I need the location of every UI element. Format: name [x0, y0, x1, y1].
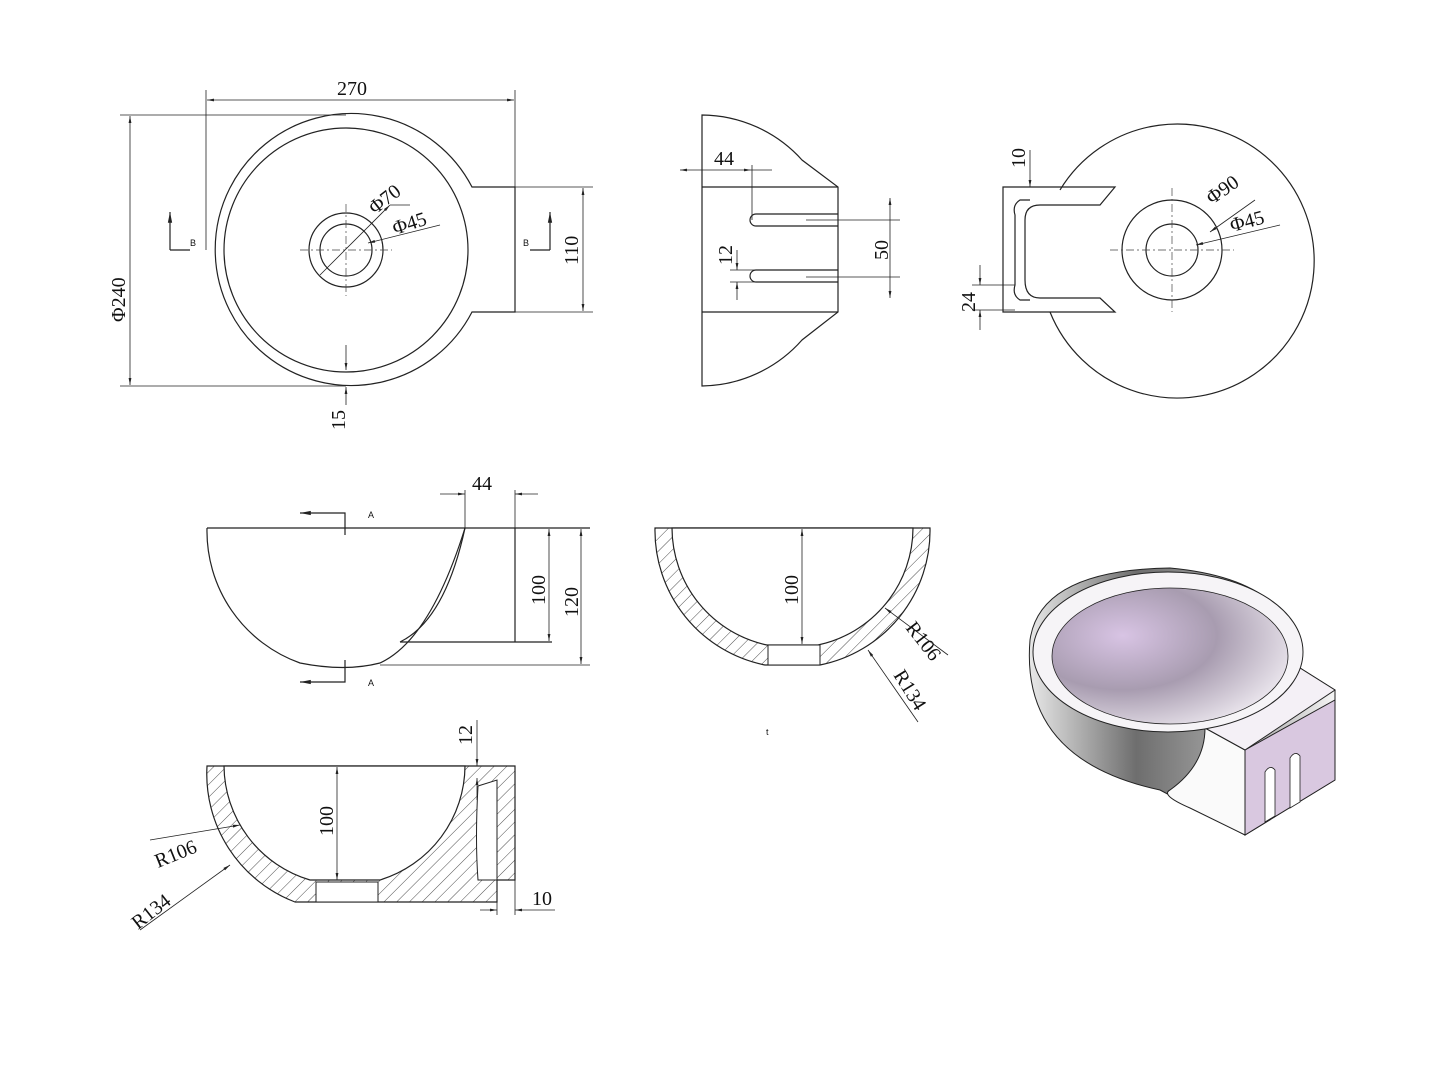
dim-a-inner-depth: 100	[528, 575, 550, 605]
section-mark-b-left: B	[190, 238, 196, 248]
dim-wall: 10	[1008, 148, 1030, 168]
isometric-basin-render	[1028, 567, 1336, 836]
dim-b-inner-radius: R106	[152, 836, 200, 873]
section-a-view: 44 100 120 A A	[206, 473, 590, 688]
dim-rim: 15	[328, 410, 350, 430]
dim-outer-dia: Φ240	[108, 277, 130, 322]
dim-slot-spacing: 50	[871, 240, 893, 260]
dim-a-offset: 44	[472, 473, 492, 495]
side-view: 44 12 50	[680, 114, 900, 387]
dim-tab-width: 110	[561, 236, 583, 265]
top-view: 270 Φ240 110 Φ70 Φ45 15 B B	[108, 78, 593, 430]
front-section-view: 100 R106 R134 t	[654, 527, 949, 737]
dim-front-inner-radius: R106	[901, 618, 945, 666]
dim-a-total-depth: 120	[561, 587, 583, 617]
dim-b-outer-radius: R134	[128, 890, 176, 934]
dim-front-depth: 100	[781, 575, 803, 605]
dim-drain-inner: Φ45	[390, 208, 430, 240]
dim-side-offset: 44	[714, 148, 734, 170]
dim-b-wall: 10	[532, 888, 552, 910]
dim-b-top: 12	[455, 725, 477, 745]
section-b-view: 100 12 R106 R134 10	[128, 720, 555, 934]
front-note: t	[766, 727, 769, 737]
section-mark-a-top: A	[368, 510, 374, 520]
section-mark-b-right: B	[523, 238, 529, 248]
section-mark-a-bottom: A	[368, 678, 374, 688]
dim-drain-inner-b: Φ45	[1228, 207, 1267, 237]
dim-drain-outer: Φ70	[365, 180, 406, 219]
bottom-view: 10 Φ90 Φ45 24	[958, 123, 1315, 399]
dim-b-depth: 100	[316, 806, 338, 836]
dim-width: 270	[337, 78, 367, 100]
dim-slot: 12	[715, 245, 737, 265]
dim-drain-outer-b: Φ90	[1202, 171, 1243, 209]
dim-front-outer-radius: R134	[889, 666, 931, 714]
dim-bracket: 24	[958, 292, 980, 312]
